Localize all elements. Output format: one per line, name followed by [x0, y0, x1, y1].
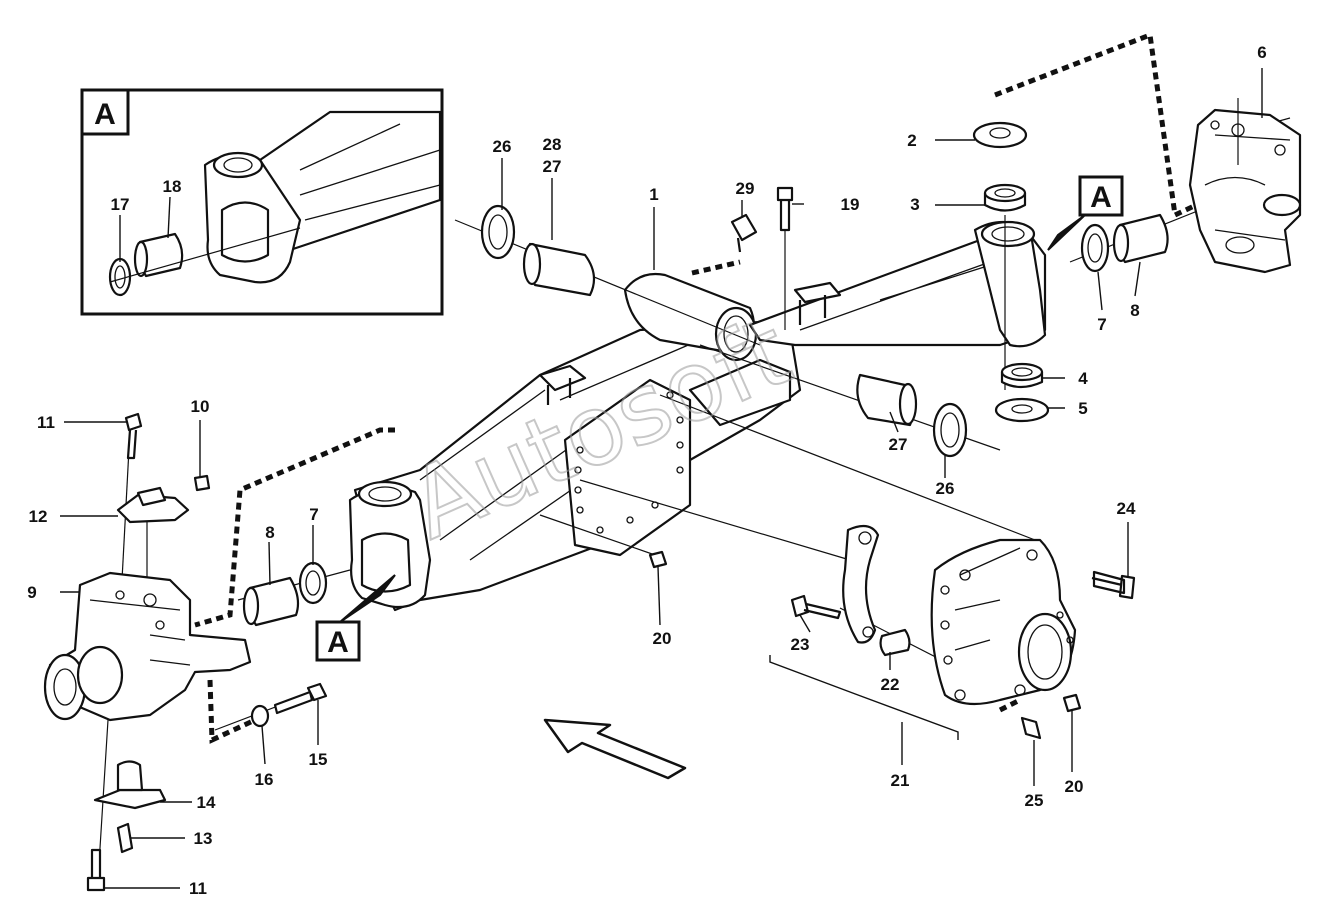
washer-16	[250, 704, 270, 728]
center-pivot-parts	[480, 186, 968, 458]
bolt-15	[273, 682, 328, 715]
seal-26-left	[480, 204, 516, 260]
callout-numbers: 1 2 3 4 5 6 7 7 8 8 9 10 11 11 12 13 14 …	[27, 43, 1266, 898]
bolt-19	[776, 186, 794, 232]
group-bracket-21	[769, 655, 959, 740]
bolt-11-top	[124, 412, 143, 460]
callout-18: 18	[163, 177, 182, 196]
callout-24: 24	[1117, 499, 1136, 518]
callout-12: 12	[29, 507, 48, 526]
plug-20-left	[648, 550, 668, 569]
bolt-23	[790, 594, 842, 620]
callout-10: 10	[191, 397, 210, 416]
detail-tag-right-text: A	[1090, 181, 1112, 214]
callout-3: 3	[910, 195, 919, 214]
callout-8-right: 8	[1130, 301, 1139, 320]
detail-tag-right: A	[1047, 175, 1124, 251]
grease-nipple-10	[193, 474, 211, 492]
inset-tag: A	[94, 98, 116, 131]
callout-19: 19	[841, 195, 860, 214]
callout-11-bottom: 11	[189, 879, 207, 898]
callout-11-top: 11	[37, 413, 55, 432]
callout-20-left: 20	[653, 629, 672, 648]
right-king-pin-parts	[972, 98, 1302, 423]
seal-26-right	[932, 402, 968, 458]
callout-27-right: 27	[889, 435, 908, 454]
grease-fitting-29	[730, 213, 758, 253]
bolt-11-bottom	[86, 848, 106, 892]
callout-17: 17	[111, 195, 130, 214]
callout-7-left: 7	[309, 505, 318, 524]
callout-28: 28	[543, 135, 562, 154]
inset-tag-box	[80, 88, 130, 136]
detail-tag-left: A	[315, 574, 396, 662]
differential-carrier	[648, 524, 1136, 740]
callout-1: 1	[649, 185, 658, 204]
callout-16: 16	[255, 770, 274, 789]
detail-tag-left-text: A	[327, 626, 349, 659]
callout-23: 23	[791, 635, 810, 654]
seal-7-right	[1080, 223, 1110, 273]
callout-4: 4	[1078, 369, 1088, 388]
callout-20-right: 20	[1065, 777, 1084, 796]
leader-lines	[60, 68, 1263, 889]
seal-7-left	[298, 561, 328, 605]
callout-21: 21	[891, 771, 910, 790]
grease-nipple-13	[116, 822, 134, 854]
bolt-24	[1091, 570, 1136, 600]
direction-arrow-icon	[543, 718, 687, 780]
detail-inset: A	[80, 88, 444, 316]
callout-9: 9	[27, 583, 36, 602]
callout-22: 22	[881, 675, 900, 694]
callout-7-right: 7	[1097, 315, 1106, 334]
left-king-pin-parts	[43, 412, 328, 892]
callout-8-left: 8	[265, 523, 274, 542]
callout-14: 14	[197, 793, 216, 812]
carrier-bracket	[842, 524, 880, 644]
lower-cap-14	[93, 788, 167, 810]
callout-5: 5	[1078, 399, 1087, 418]
callout-27-left: 27	[543, 157, 562, 176]
callout-2: 2	[907, 131, 916, 150]
pin-25	[1020, 716, 1042, 740]
callout-15: 15	[309, 750, 328, 769]
callout-13: 13	[194, 829, 213, 848]
callout-6: 6	[1257, 43, 1266, 62]
steering-knuckle-6	[1188, 108, 1302, 274]
callout-29: 29	[736, 179, 755, 198]
washer-5	[994, 397, 1050, 423]
callout-26-left: 26	[493, 137, 512, 156]
axle-housing	[348, 220, 1047, 612]
sleeve-22	[879, 628, 911, 657]
callout-25: 25	[1025, 791, 1044, 810]
plug-20-right	[1062, 693, 1082, 713]
callout-26-right: 26	[936, 479, 955, 498]
washer-2	[972, 121, 1028, 149]
